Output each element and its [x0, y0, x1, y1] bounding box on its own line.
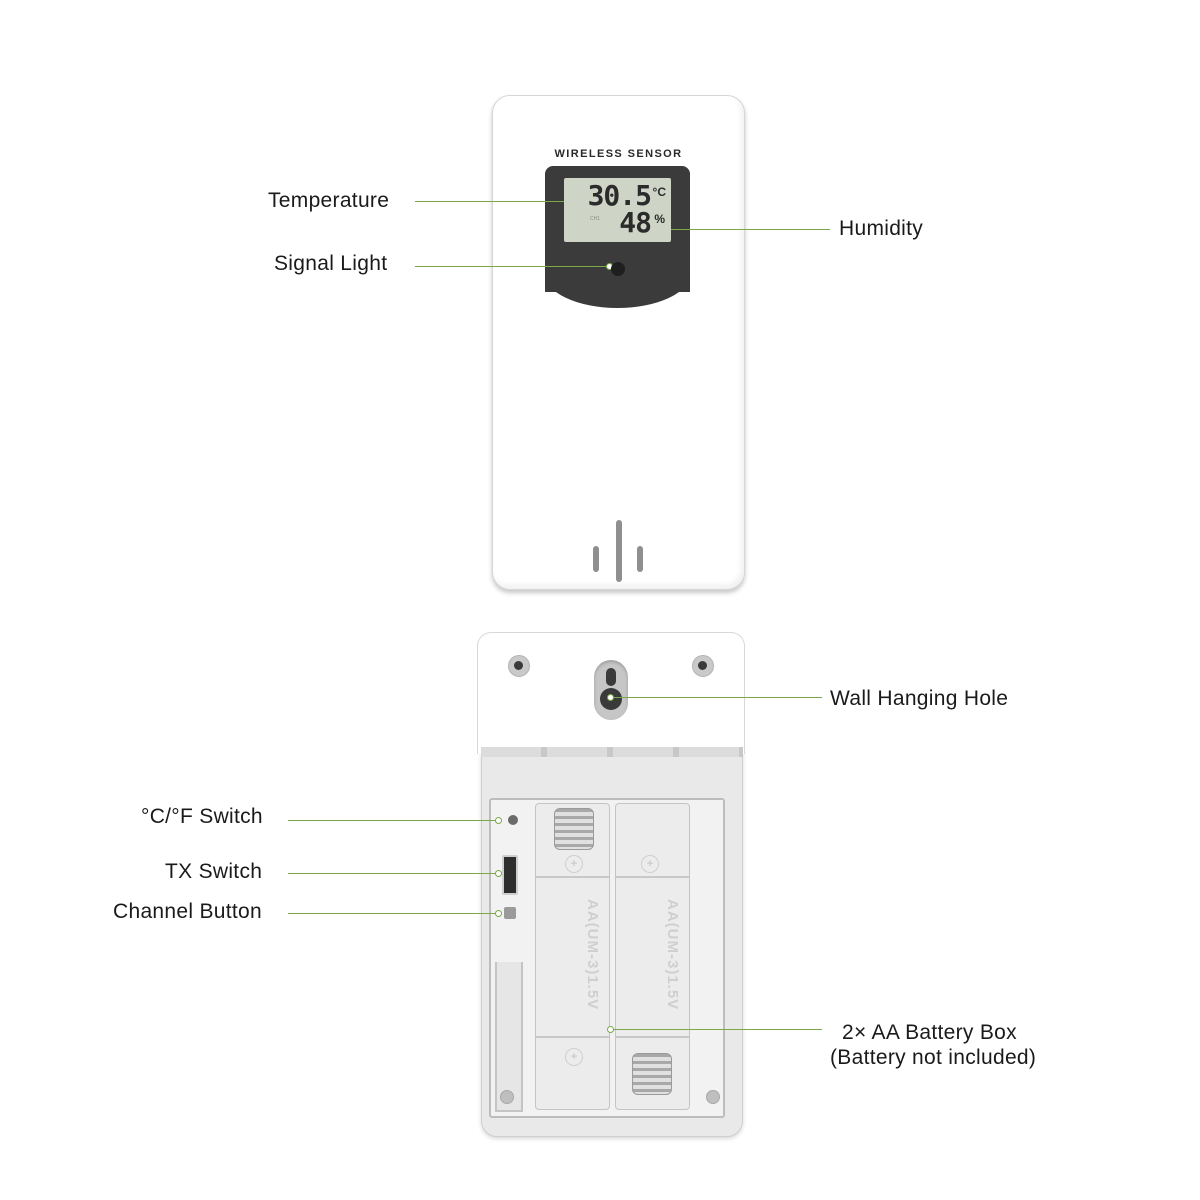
- callout-battery-note: (Battery not included): [830, 1046, 1037, 1069]
- latch-tabs: [481, 747, 743, 757]
- callout-temperature: Temperature: [268, 189, 390, 212]
- screw-icon: [500, 1090, 514, 1104]
- callout-humidity: Humidity: [839, 217, 924, 240]
- bay-divider: [536, 876, 609, 878]
- leader-dot: [495, 870, 502, 877]
- leader-dot: [495, 910, 502, 917]
- callout-channel-button: Channel Button: [113, 900, 262, 923]
- plus-polarity-icon: +: [641, 855, 659, 873]
- leader-line: [662, 229, 830, 230]
- screw-icon: [692, 655, 714, 677]
- callout-cf-switch: °C/°F Switch: [141, 805, 263, 828]
- vent-slot: [593, 546, 599, 572]
- bay-divider: [536, 1036, 609, 1038]
- lcd-bezel: 30.5 °C CH1 48 %: [545, 166, 690, 308]
- leader-dot: [495, 817, 502, 824]
- leader-line: [288, 913, 496, 914]
- cf-switch-control[interactable]: [508, 815, 518, 825]
- tx-switch-control[interactable]: [502, 855, 518, 895]
- spring-contact-icon: [632, 1053, 672, 1095]
- leader-dot: [607, 694, 614, 701]
- leader-dot: [607, 1026, 614, 1033]
- leader-line: [288, 873, 496, 874]
- bay-divider: [616, 876, 689, 878]
- vent-slot: [637, 546, 643, 572]
- battery-marking-right: AA(UM-3)1.5V: [664, 899, 681, 1011]
- lcd-display: 30.5 °C CH1 48 %: [564, 178, 671, 242]
- screw-icon: [706, 1090, 720, 1104]
- plus-polarity-icon: +: [565, 1048, 583, 1066]
- leader-line: [612, 1029, 822, 1030]
- bay-divider: [616, 1036, 689, 1038]
- wall-hanging-keyhole: [594, 660, 628, 720]
- leader-line: [415, 201, 569, 202]
- spring-contact-icon: [554, 808, 594, 850]
- leader-line: [612, 697, 822, 698]
- lcd-temperature-unit: °C: [652, 185, 666, 199]
- vent-slot: [616, 520, 622, 582]
- plus-polarity-icon: +: [565, 855, 583, 873]
- callout-wall-hanging-hole: Wall Hanging Hole: [830, 687, 1009, 710]
- sensor-front: WIRELESS SENSOR 30.5 °C CH1 48 %: [492, 95, 745, 590]
- lcd-humidity-unit: %: [654, 212, 665, 226]
- brand-label: WIRELESS SENSOR: [554, 148, 683, 160]
- callout-battery-box: 2× AA Battery Box: [842, 1021, 1017, 1044]
- callout-tx-switch: TX Switch: [165, 860, 263, 883]
- screw-icon: [508, 655, 530, 677]
- lcd-channel-indicator: CH1: [590, 216, 601, 222]
- compartment-side-slot: [495, 962, 523, 1112]
- lcd-temperature-value: 30.5: [587, 179, 652, 212]
- lcd-humidity-value: 48: [619, 206, 652, 239]
- leader-line: [288, 820, 496, 821]
- leader-line: [415, 266, 607, 267]
- callout-signal-light: Signal Light: [274, 252, 388, 275]
- battery-marking-left: AA(UM-3)1.5V: [584, 899, 601, 1011]
- signal-light-led: [611, 262, 625, 276]
- channel-button-control[interactable]: [504, 907, 516, 919]
